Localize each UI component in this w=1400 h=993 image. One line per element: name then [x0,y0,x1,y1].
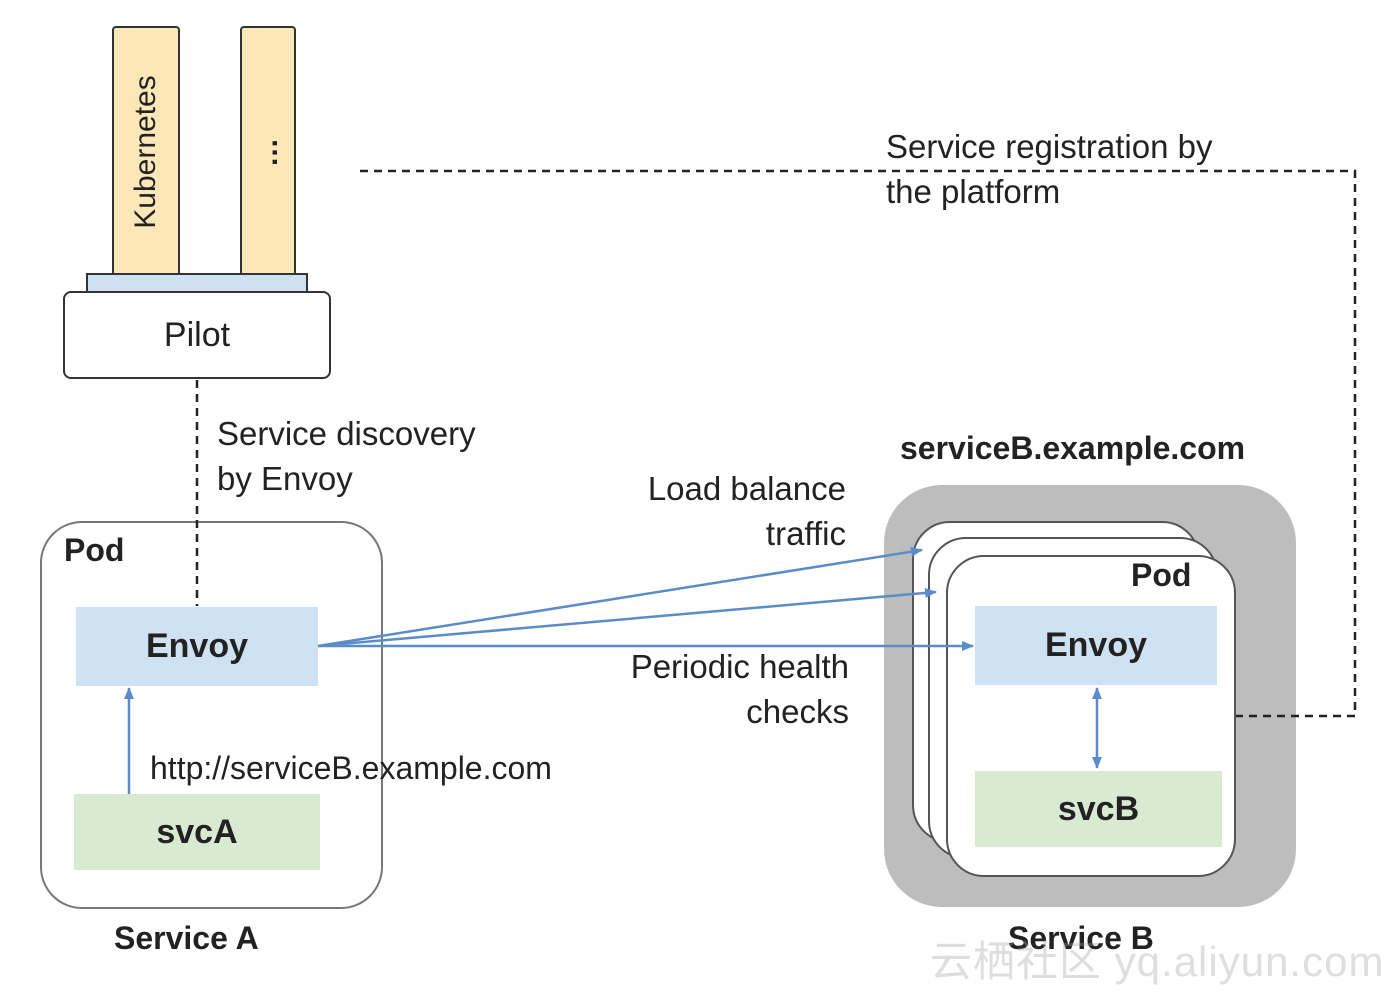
svc-b-label: svcB [1057,789,1140,828]
service-b-envoy-label: Envoy [1044,626,1148,664]
load-balance-arrow-2 [317,587,937,648]
service-discovery-line-2: by Envoy [217,460,353,497]
pilot-box: Pilot [63,291,331,379]
kubernetes-column: Kubernetes [112,26,180,278]
load-balance-text: Load balance traffic [560,466,846,556]
service-discovery-line-1: Service discovery [217,415,476,452]
service-b-caption: Service B [1008,920,1154,956]
svc-a-box: svcA [74,794,320,870]
load-balance-line-2: traffic [765,515,846,552]
pilot-label: Pilot [163,315,231,354]
service-registration-line-2: the platform [886,173,1061,210]
service-a-pod-label: Pod [64,532,125,568]
service-registration-line-1: Service registration by [886,128,1213,165]
watermark: 云栖社区 yq.aliyun.com [930,938,1385,985]
load-balance-arrow-1 [317,546,923,648]
service-b-hostname: serviceB.example.com [900,430,1246,466]
health-checks-text: Periodic health checks [560,644,849,734]
svc-a-label: svcA [156,812,238,851]
service-discovery-text: Service discovery by Envoy [217,411,476,501]
request-url-text: http://serviceB.example.com [150,750,552,786]
service-a-caption: Service A [114,920,259,956]
service-registration-line [360,169,1357,718]
service-registration-text: Service registration by the platform [886,124,1212,214]
service-b-envoy: Envoy [975,606,1217,685]
other-platform-column: ... [240,26,296,278]
service-a-envoy: Envoy [76,607,318,686]
svc-b-box: svcB [975,771,1222,847]
load-balance-line-1: Load balance [647,470,846,507]
health-checks-line-1: Periodic health [630,648,849,685]
health-checks-line-2: checks [746,693,849,730]
service-a-envoy-label: Envoy [145,627,249,665]
service-b-pod-label: Pod [1131,557,1192,593]
